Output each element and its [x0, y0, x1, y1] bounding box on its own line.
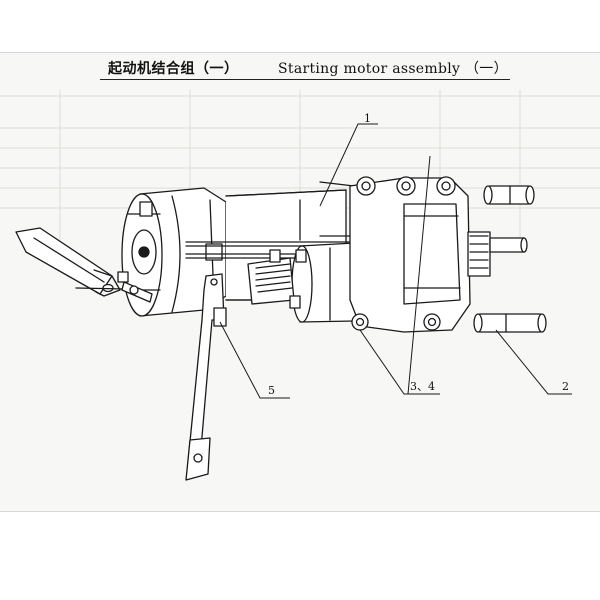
leader-34a — [359, 329, 440, 395]
callout-1: 1 — [364, 112, 371, 125]
support-bracket — [185, 273, 227, 481]
callout-labels: 1 2 3、4 5 — [268, 112, 569, 397]
drive-end-housing — [349, 176, 528, 333]
motor-drawing — [15, 176, 547, 481]
leader-34b — [407, 155, 431, 395]
leader-lines — [219, 123, 572, 399]
bushing-upper — [483, 185, 535, 205]
bushing-lower — [473, 313, 547, 333]
page-title-chinese: 起动机结合组（一） — [108, 61, 239, 77]
leader-1 — [319, 123, 378, 207]
page-title-english: Starting motor assembly （一） — [278, 61, 508, 77]
pinion-gear — [467, 231, 528, 277]
callout-3-4: 3、4 — [410, 380, 435, 393]
title-underline — [100, 79, 510, 80]
callout-2: 2 — [562, 380, 569, 393]
callout-5: 5 — [268, 384, 275, 397]
leader-2 — [495, 329, 572, 395]
battery-cable — [15, 227, 127, 297]
solenoid-terminal-studs — [255, 249, 307, 309]
commutator-end-cap — [117, 187, 227, 317]
leader-5 — [219, 321, 290, 399]
